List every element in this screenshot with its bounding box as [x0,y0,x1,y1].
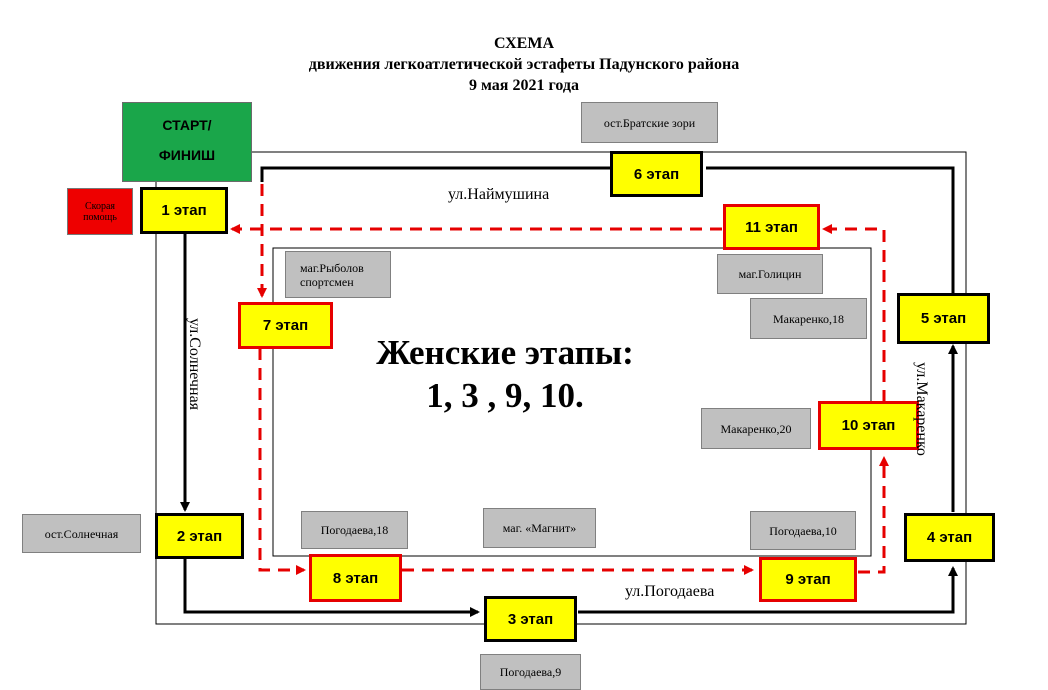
store-rybolov-line1: маг.Рыболов [300,260,364,275]
route-men [180,166,958,617]
street-pogodaeva: ул.Погодаева [625,583,715,600]
diagram-subtitle: движения легкоатлетической эстафеты Паду… [308,56,740,73]
stage-3: 3 этап [484,596,577,642]
route-women [230,184,889,575]
finish-label: ФИНИШ [158,147,216,163]
women-stages-list: 1, 3 , 9, 10. [426,376,584,415]
stage-9: 9 этап [759,557,857,602]
building-pogodaeva-10: Погодаева,10 [750,511,856,550]
stage-11: 11 этап [723,204,820,250]
start-label: СТАРТ/ [162,117,212,133]
store-rybolov-line2: спортсмен [300,274,354,289]
ambulance-label-2: помощь [83,211,117,223]
street-solnechnaya: ул.Солнечная [186,317,204,411]
street-makarenko: ул.Макаренко [912,362,930,456]
ambulance-label-1: Скорая [84,200,116,212]
stage-7: 7 этап [238,302,333,349]
ambulance-box: Скорая помощь [67,188,133,235]
stage-6: 6 этап [610,151,703,197]
stage-4: 4 этап [904,513,995,562]
stop-solnechnaya: ост.Солнечная [22,514,141,553]
stop-bratskie-zori: ост.Братские зори [581,102,718,143]
women-stages-heading: Женские этапы: [376,333,634,372]
stage-8: 8 этап [309,554,402,602]
start-finish-box: СТАРТ/ ФИНИШ [122,102,252,182]
store-magnit: маг. «Магнит» [483,508,596,548]
building-pogodaeva-18: Погодаева,18 [301,511,408,549]
stage-10: 10 этап [818,401,919,450]
building-makarenko-18: Макаренко,18 [750,298,867,339]
stage-1: 1 этап [140,187,228,234]
building-makarenko-20: Макаренко,20 [701,408,811,449]
stage-5: 5 этап [897,293,990,344]
store-rybolov: маг.Рыболов спортсмен [285,251,391,298]
building-pogodaeva-9: Погодаева,9 [480,654,581,690]
street-naimushina: ул.Наймушина [448,186,550,203]
diagram-date: 9 мая 2021 года [469,77,579,94]
store-golitsin: маг.Голицин [717,254,823,294]
stage-2: 2 этап [155,513,244,559]
diagram-title: СХЕМА [493,35,555,52]
